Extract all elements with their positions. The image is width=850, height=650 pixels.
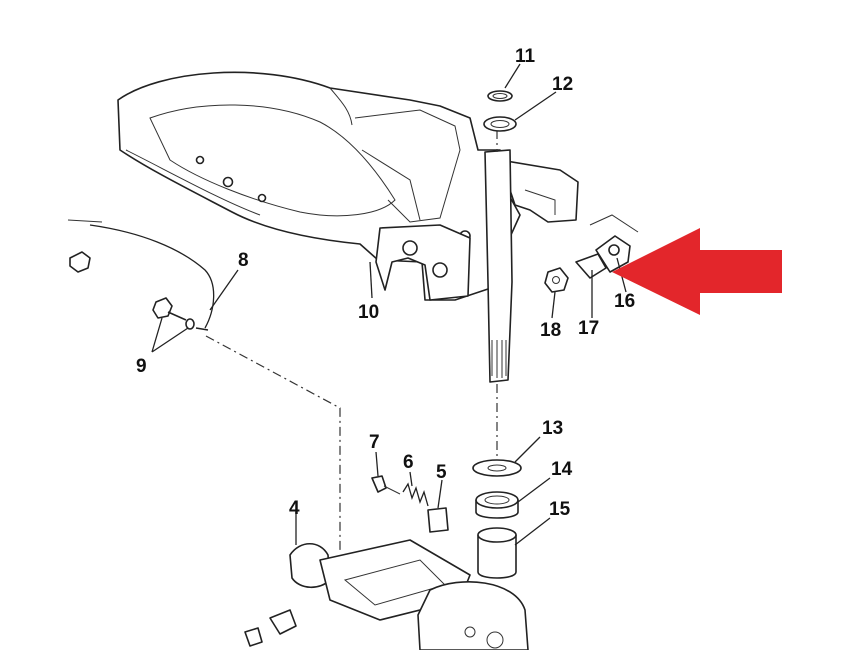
callout-label: 4 [289,498,300,519]
bushing-15 [477,527,517,579]
callout-label: 14 [551,459,573,480]
callout-label: 7 [369,432,380,453]
housing-assembly [205,335,529,650]
callout-label: 11 [515,46,536,67]
snap-ring-11 [487,90,513,102]
hardware-16-17-18 [544,214,639,293]
callout-label: 13 [542,418,563,439]
leader-lines [151,63,627,546]
washer-12 [483,116,517,132]
washer-13 [472,459,522,477]
red-arrow [612,228,782,315]
callout-label: 16 [614,291,635,312]
callout-label: 5 [436,462,447,483]
callout-label: 8 [238,250,249,271]
callout-label: 10 [358,302,379,323]
callout-label: 18 [540,320,561,341]
callout-label: 15 [549,499,571,520]
cable-8 [67,219,215,329]
callout-label: 12 [552,74,573,95]
plate-5 [427,507,449,533]
callout-labels: 4 5 6 7 8 9 10 11 12 13 14 15 16 17 18 [136,46,635,520]
lift-arm-frame [117,71,579,301]
bolts-9 [152,297,209,331]
callout-label: 9 [136,356,147,377]
bearing-14 [475,491,519,519]
spring-6 [402,482,429,507]
steering-shaft [484,130,513,458]
callout-label: 17 [578,318,599,339]
callout-label: 6 [403,452,414,473]
bolt-7 [371,475,401,495]
